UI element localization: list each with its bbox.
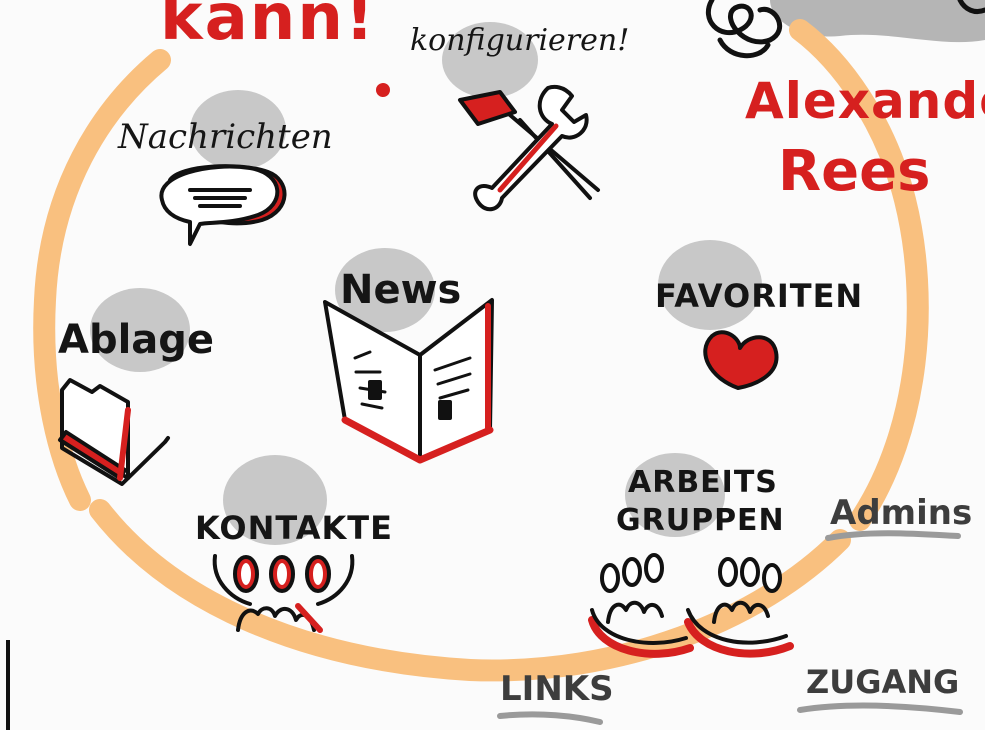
- feature-label-favorites: Favoriten: [655, 277, 864, 315]
- scribble-icon: [705, 0, 985, 59]
- feature-label-messages: Nachrichten: [118, 117, 333, 157]
- feature-label-configure: konfigurieren!: [410, 23, 630, 58]
- feature-label-groups-line1: Arbeits: [628, 465, 778, 500]
- role-label-links: Links: [500, 669, 614, 709]
- speech-bubble-icon: [159, 164, 287, 246]
- author-name-line2: Rees: [778, 139, 931, 204]
- folder-icon: [58, 378, 170, 486]
- heading-fragment: kann!: [160, 0, 377, 55]
- gray-blobs: [90, 22, 762, 545]
- groups-icon: [588, 553, 794, 658]
- role-underlines: [497, 530, 963, 725]
- newspaper-icon: [323, 298, 494, 464]
- exclamation-dot: [376, 83, 390, 97]
- feature-label-archive: Ablage: [58, 317, 215, 363]
- heart-icon: [703, 330, 779, 390]
- author-name-line1: Alexande: [745, 72, 985, 130]
- role-label-admins: Admins: [830, 493, 973, 533]
- role-label-access: Zugang: [806, 663, 960, 701]
- wrench-screwdriver-icon: [458, 85, 600, 212]
- feature-label-contacts: Kontakte: [195, 509, 393, 547]
- top-right-smudge: [770, 0, 985, 43]
- feature-label-news: News: [340, 267, 462, 313]
- feature-label-groups-line2: Gruppen: [616, 503, 785, 538]
- people-icon: [212, 554, 355, 633]
